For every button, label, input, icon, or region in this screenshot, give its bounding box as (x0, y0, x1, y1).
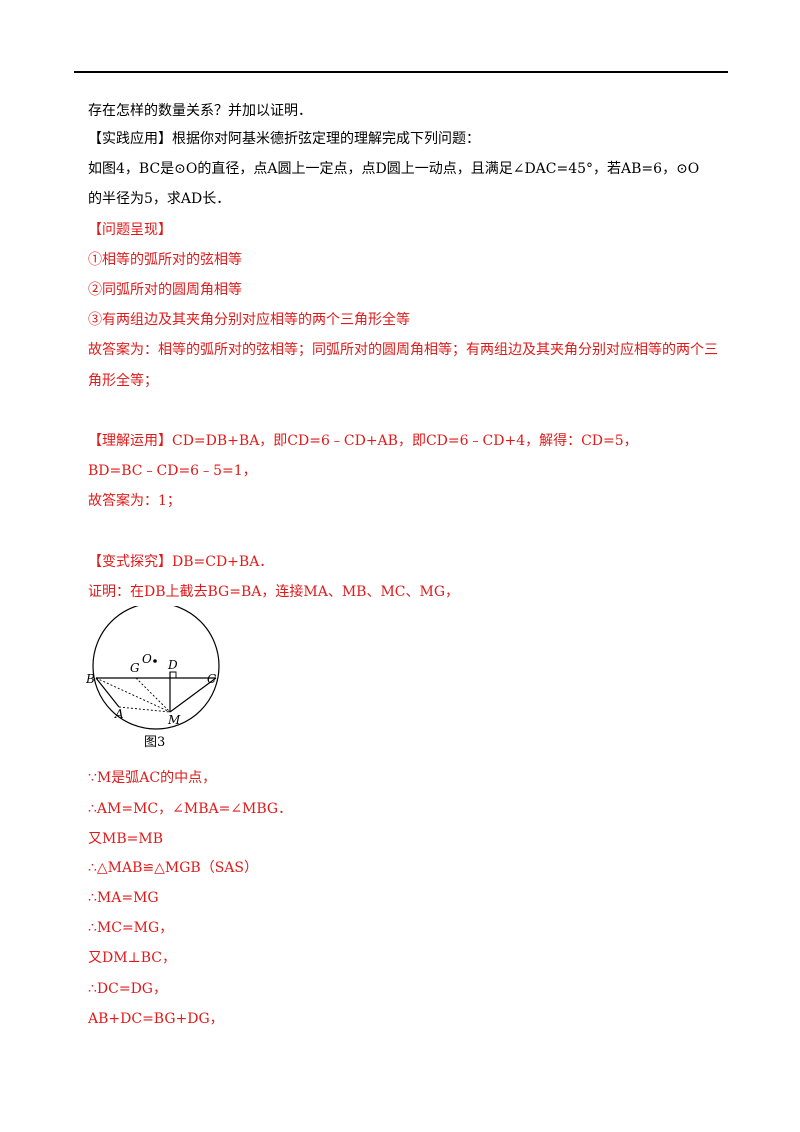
label-c: C (207, 672, 216, 686)
segment-mc (169, 677, 217, 713)
text-line: BD=BC﹣CD=6﹣5=1， (88, 463, 257, 479)
label-b: B (86, 672, 95, 686)
text-line: 证明：在DB上截去BG=BA，连接MA、MB、MC、MG， (88, 584, 460, 600)
text-line: AB+DC=BG+DG， (88, 1011, 224, 1027)
header-rule (74, 71, 728, 73)
segment-ma (118, 706, 171, 713)
text-line: ∴△MAB≌△MGB（SAS） (88, 860, 259, 876)
section-heading: 【变式探究】DB=CD+BA． (88, 554, 274, 570)
text-line: 又DM⊥BC， (88, 950, 176, 966)
circle-o (92, 606, 220, 730)
text-line: 如图4，BC是⊙O的直径，点A圆上一定点，点D圆上一动点，且满足∠DAC=45°… (88, 161, 700, 177)
text-line: ①相等的弧所对的弦相等 (88, 252, 242, 268)
text-line: ∴AM=MC，∠MBA=∠MBG． (88, 801, 293, 817)
label-d: D (167, 658, 178, 672)
label-o: O (142, 652, 152, 666)
text-line: 角形全等； (88, 373, 158, 389)
label-m: M (167, 713, 181, 727)
text-line: 故答案为：1； (88, 493, 181, 509)
text-line: ∴MA=MG (88, 890, 159, 906)
text-line: ③有两组边及其夹角分别对应相等的两个三角形全等 (88, 312, 410, 328)
text-line: ∴DC=DG， (88, 981, 167, 997)
geometry-figure: O G D B C A M 图3 (86, 606, 220, 750)
segment-mg (135, 677, 171, 713)
text-line: ②同弧所对的圆周角相等 (88, 282, 242, 298)
text-line: ∵M是弧AC的中点， (88, 770, 217, 786)
text-line: 故答案为：相等的弧所对的弦相等；同弧所对的圆周角相等；有两组边及其夹角分别对应相… (88, 342, 718, 358)
text-line: 的半径为5，求AD长． (88, 191, 231, 207)
section-heading: 【理解运用】CD=DB+BA，即CD=6﹣CD+AB，即CD=6﹣CD+4，解得… (88, 433, 638, 449)
right-angle-mark (169, 671, 177, 678)
text-line: 【实践应用】根据你对阿基米德折弦定理的理解完成下列问题： (88, 131, 480, 147)
label-a: A (114, 707, 124, 721)
figure-caption: 图3 (144, 735, 165, 750)
text-line: 又MB=MB (88, 831, 163, 847)
label-g: G (130, 661, 140, 675)
center-point (153, 659, 157, 663)
segment-ab (95, 677, 120, 708)
segment-mb (95, 677, 171, 713)
section-heading: 【问题呈现】 (88, 222, 172, 238)
text-line: ∴MC=MG， (88, 920, 174, 936)
text-line: 存在怎样的数量关系？并加以证明． (88, 103, 312, 119)
